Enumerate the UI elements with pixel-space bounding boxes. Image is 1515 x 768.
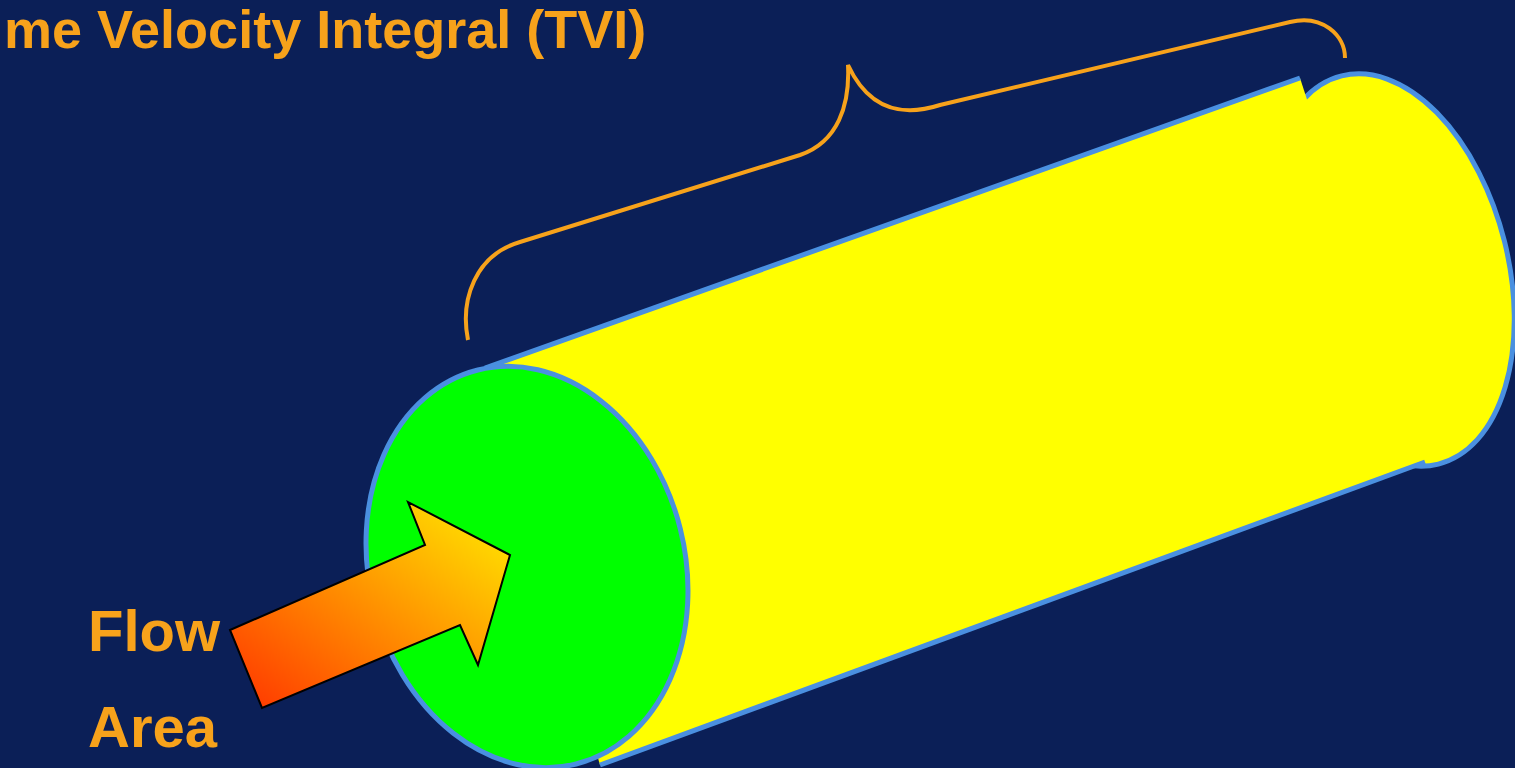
flow-area-face (325, 332, 730, 768)
diagram-title: me Velocity Integral (TVI) (4, 2, 646, 56)
flow-area-label: Flow (88, 602, 220, 660)
flow-area-label: Area (88, 698, 217, 756)
flow-arrow (230, 502, 510, 708)
cylinder-edge (600, 462, 1425, 765)
cylinder-edge (485, 78, 1300, 368)
